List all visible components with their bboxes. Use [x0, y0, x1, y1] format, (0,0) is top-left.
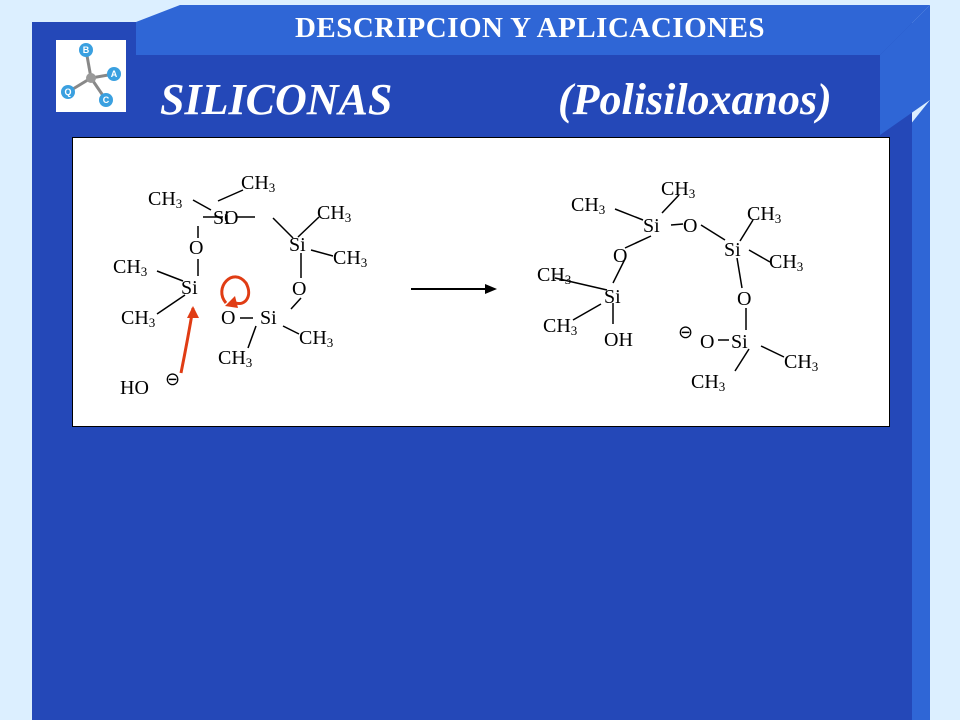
logo-letter-c: C — [103, 95, 110, 105]
reactant-si-bottom: Si — [260, 307, 277, 329]
reactant-ch3-h: CH3 — [121, 307, 155, 330]
product-ch3-d: CH3 — [769, 251, 803, 274]
reactant-o-right: O — [292, 278, 306, 300]
reactant-si-top: Si — [213, 207, 230, 229]
slide-title: SILICONAS — [160, 75, 393, 124]
reactant-ch3-c: CH3 — [317, 202, 351, 225]
reactant-ch3-a: CH3 — [148, 188, 182, 211]
reactant-si-right: Si — [289, 234, 306, 256]
reactant-ch3-b: CH3 — [241, 172, 275, 195]
product-hydroxyl: OH — [604, 329, 633, 351]
product-labels: Si O Si O Si O ⊖ O Si OH CH3 CH3 CH3 CH3… — [537, 178, 818, 394]
product-o-left: O — [613, 245, 627, 267]
reaction-scheme: Si O Si O Si O Si O CH3 CH3 CH3 CH3 CH3 … — [72, 137, 890, 427]
reactant-labels: Si O Si O Si O Si O CH3 CH3 CH3 CH3 CH3 … — [113, 172, 367, 399]
product-si-right: Si — [724, 239, 741, 261]
hydroxide-label: HO — [120, 377, 149, 399]
product-ch3-h: CH3 — [543, 315, 577, 338]
product-ch3-a: CH3 — [571, 194, 605, 217]
product-ch3-g: CH3 — [537, 264, 571, 287]
reactant-o-bottom: O — [221, 307, 235, 329]
arrowhead-2 — [225, 296, 238, 308]
product-charge: ⊖ — [678, 322, 693, 342]
hydroxide-charge: ⊖ — [165, 369, 180, 389]
logo-letter-b: B — [83, 45, 90, 55]
product-si-bottom: Si — [731, 331, 748, 353]
reactant-o-left: O — [189, 237, 203, 259]
molecule-logo-icon: B A C Q — [56, 40, 126, 112]
arrowhead-1 — [187, 306, 199, 318]
product-o-right: O — [737, 288, 751, 310]
product-ch3-e: CH3 — [784, 351, 818, 374]
product-molecule — [554, 194, 785, 372]
product-o-anion: O — [700, 331, 714, 353]
reactant-ch3-g: CH3 — [113, 256, 147, 279]
product-si-top: Si — [643, 215, 660, 237]
reactant-si-left: Si — [181, 277, 198, 299]
reactant-molecule — [156, 189, 334, 349]
reactant-ch3-d: CH3 — [333, 247, 367, 270]
reaction-arrow — [411, 284, 497, 294]
slide-subtitle: (Polisiloxanos) — [558, 75, 832, 124]
reactant-ch3-e: CH3 — [299, 327, 333, 350]
reactant-ch3-f: CH3 — [218, 347, 252, 370]
product-ch3-f: CH3 — [691, 371, 725, 394]
product-o-top: O — [683, 215, 697, 237]
header-title: DESCRIPCION Y APLICACIONES — [294, 12, 766, 44]
logo-letter-a: A — [111, 69, 118, 79]
product-ch3-c: CH3 — [747, 203, 781, 226]
product-ch3-b: CH3 — [661, 178, 695, 201]
logo-letter-q: Q — [64, 87, 71, 97]
reactant-o-top: O — [224, 207, 238, 229]
product-si-left: Si — [604, 286, 621, 308]
